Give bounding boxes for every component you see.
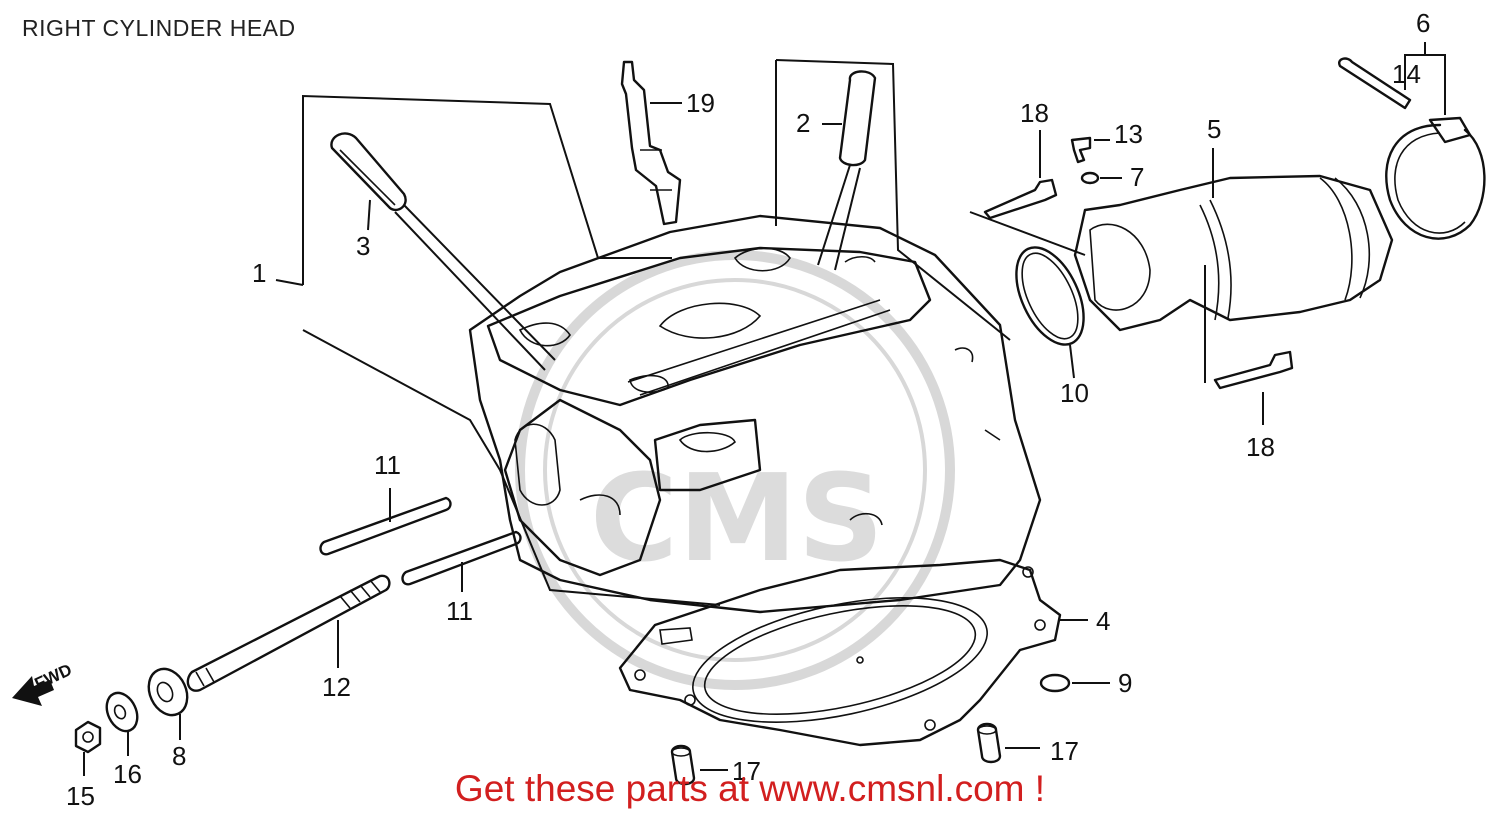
- callout-15: 15: [66, 781, 95, 811]
- part-5-intake-joint: [1073, 148, 1394, 332]
- callout-17-right: 17: [1050, 736, 1079, 766]
- part-7-washer: [1080, 171, 1122, 185]
- page-title: RIGHT CYLINDER HEAD: [22, 15, 296, 41]
- callout-9: 9: [1118, 668, 1132, 698]
- callout-17-left: 17: [732, 756, 761, 786]
- callout-14: 14: [1392, 59, 1421, 89]
- watermark-logo: CMS: [515, 250, 955, 690]
- part-14-clamp-bolt: [1338, 57, 1412, 110]
- part-2-guide: [817, 70, 877, 271]
- callout-8: 8: [172, 741, 186, 771]
- callout-18-lower: 18: [1246, 432, 1275, 462]
- part-18-upper-bolt: [969, 130, 1086, 256]
- callout-4: 4: [1096, 606, 1110, 636]
- part-6-clamp-band: [1385, 42, 1486, 240]
- part-4-head-gasket: [618, 558, 1088, 747]
- callout-labels: 1 2 3 4 5 6 7 8 9 10 11 11 12 13 14 15 1…: [66, 8, 1430, 811]
- part-18-lower-bolt: [1204, 265, 1294, 425]
- callout-19: 19: [686, 88, 715, 118]
- part-11-dowel-pin-upper: [319, 488, 452, 556]
- part-15-nut: [74, 720, 102, 776]
- callout-16: 16: [113, 759, 142, 789]
- part-13-small-bolt: [1070, 136, 1110, 164]
- watermark-text: CMS: [590, 450, 884, 589]
- part-17-dowel-right: [976, 722, 1040, 764]
- callout-2: 2: [796, 108, 810, 138]
- part-16-washer: [105, 691, 139, 756]
- part-17-dowel-left: [670, 744, 728, 786]
- callout-11-upper: 11: [374, 450, 401, 480]
- callout-13: 13: [1114, 119, 1143, 149]
- forward-arrow-icon: FWD: [12, 660, 75, 706]
- group-bracket-lines: [302, 59, 1011, 606]
- callout-11-lower: 11: [446, 596, 473, 626]
- cylinder-head: [468, 214, 1042, 614]
- part-3-guide: [330, 132, 556, 371]
- part-11-dowel-pin-lower: [401, 530, 522, 592]
- callout-10: 10: [1060, 378, 1089, 408]
- callout-18-upper: 18: [1020, 98, 1049, 128]
- part-8-washer: [147, 667, 189, 740]
- footer-promo-link[interactable]: Get these parts at www.cmsnl.com !: [454, 768, 1046, 809]
- callout-7: 7: [1130, 162, 1144, 192]
- part-10-o-ring: [1015, 246, 1085, 379]
- part-9-o-ring: [1039, 673, 1110, 693]
- callout-6: 6: [1416, 8, 1430, 38]
- part-12-stud-bolt: [186, 574, 391, 692]
- callout-5: 5: [1207, 114, 1221, 144]
- callout-3: 3: [356, 231, 370, 261]
- part-19-spark-plug: [620, 60, 682, 226]
- callout-12: 12: [322, 672, 351, 702]
- callout-1: 1: [252, 258, 266, 288]
